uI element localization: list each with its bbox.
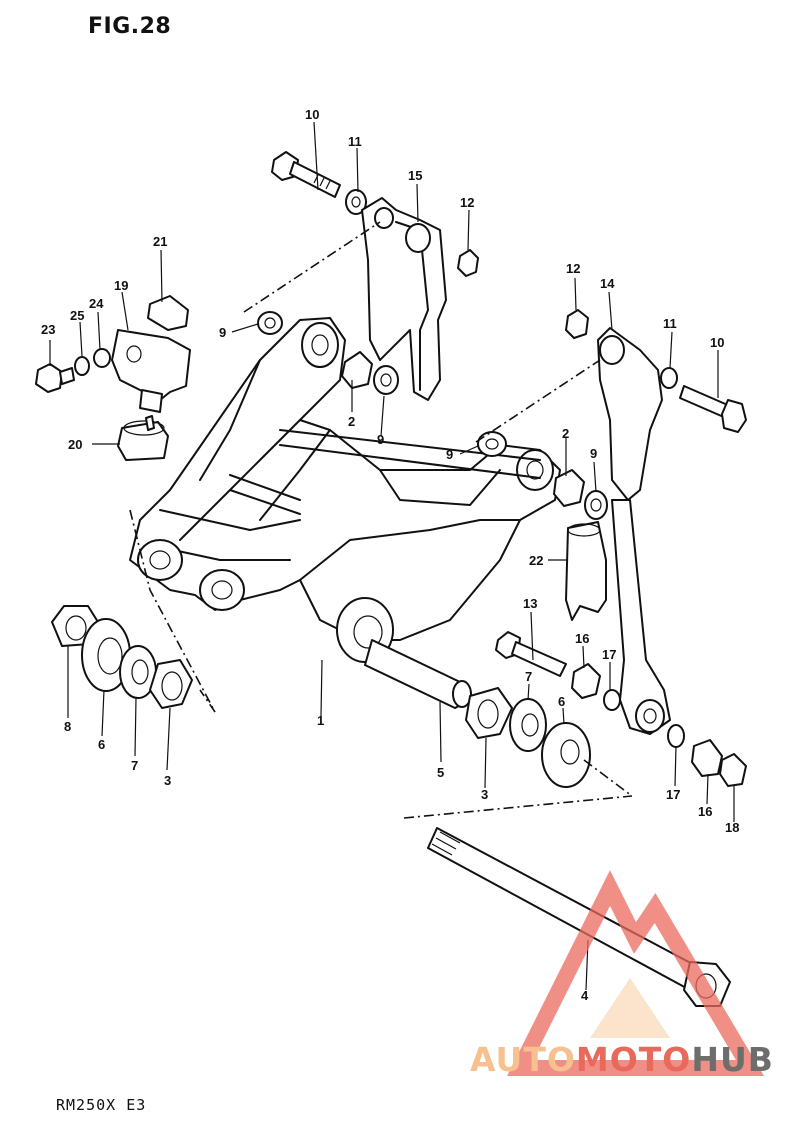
part-label: 9 <box>377 432 384 447</box>
part-label: 24 <box>89 296 104 311</box>
collar-spacer <box>565 521 607 621</box>
part-label: 22 <box>529 553 543 568</box>
part-label: 4 <box>581 988 589 1003</box>
part-label: 1 <box>317 713 324 728</box>
chain-guide-parts <box>35 295 191 461</box>
part-label: 8 <box>64 719 71 734</box>
part-label: 23 <box>41 322 55 337</box>
left-link-plate <box>257 197 479 401</box>
part-label: 6 <box>558 694 565 709</box>
part-label: 7 <box>525 669 532 684</box>
part-label: 12 <box>460 195 474 210</box>
part-label: 16 <box>575 631 589 646</box>
assembly-reference-lines <box>129 221 633 819</box>
callout-leaders <box>49 121 735 991</box>
part-label: 6 <box>98 737 105 752</box>
part-label: 17 <box>602 647 616 662</box>
part-label: 5 <box>437 765 444 780</box>
part-label: 15 <box>408 168 422 183</box>
part-label: 17 <box>666 787 680 802</box>
part-label: 7 <box>131 758 138 773</box>
watermark-logo-icon <box>507 870 765 1076</box>
watermark-text-auto: AUTO <box>470 1040 576 1079</box>
part-number-labels: 10 11 15 12 12 14 11 10 21 19 23 25 24 2… <box>41 107 739 1003</box>
pivot-shaft <box>364 639 472 709</box>
lower-link-rod <box>611 499 671 735</box>
part-label: 25 <box>70 308 84 323</box>
part-label: 14 <box>600 276 615 291</box>
part-label: 10 <box>710 335 724 350</box>
part-label: 13 <box>523 596 537 611</box>
part-label: 10 <box>305 107 319 122</box>
left-side-parts <box>51 605 193 709</box>
part-label: 18 <box>725 820 739 835</box>
watermark-text: AUTOMOTOHUB <box>470 1040 774 1079</box>
part-label: 12 <box>566 261 580 276</box>
part-label: 11 <box>663 316 677 331</box>
part-label: 9 <box>219 325 226 340</box>
part-label: 20 <box>68 437 82 452</box>
part-label: 3 <box>164 773 171 788</box>
part-label: 9 <box>446 447 453 462</box>
part-label: 2 <box>348 414 355 429</box>
upper-left-bolt <box>271 151 367 215</box>
swing-arm <box>129 317 561 663</box>
part-label: 3 <box>481 787 488 802</box>
watermark-text-moto: MOTO <box>575 1040 692 1079</box>
part-label: 2 <box>562 426 569 441</box>
part-label: 11 <box>348 134 362 149</box>
right-side-pivot-parts <box>465 687 591 788</box>
figure-title: FIG.28 <box>88 14 172 39</box>
part-label: 9 <box>590 446 597 461</box>
model-code: RM250X E3 <box>56 1096 147 1114</box>
part-label: 19 <box>114 278 128 293</box>
right-link-plate <box>477 309 747 520</box>
watermark-text-hub: HUB <box>691 1040 774 1079</box>
part-label: 16 <box>698 804 712 819</box>
link-bolt-and-nuts <box>495 631 747 787</box>
part-label: 21 <box>153 234 167 249</box>
